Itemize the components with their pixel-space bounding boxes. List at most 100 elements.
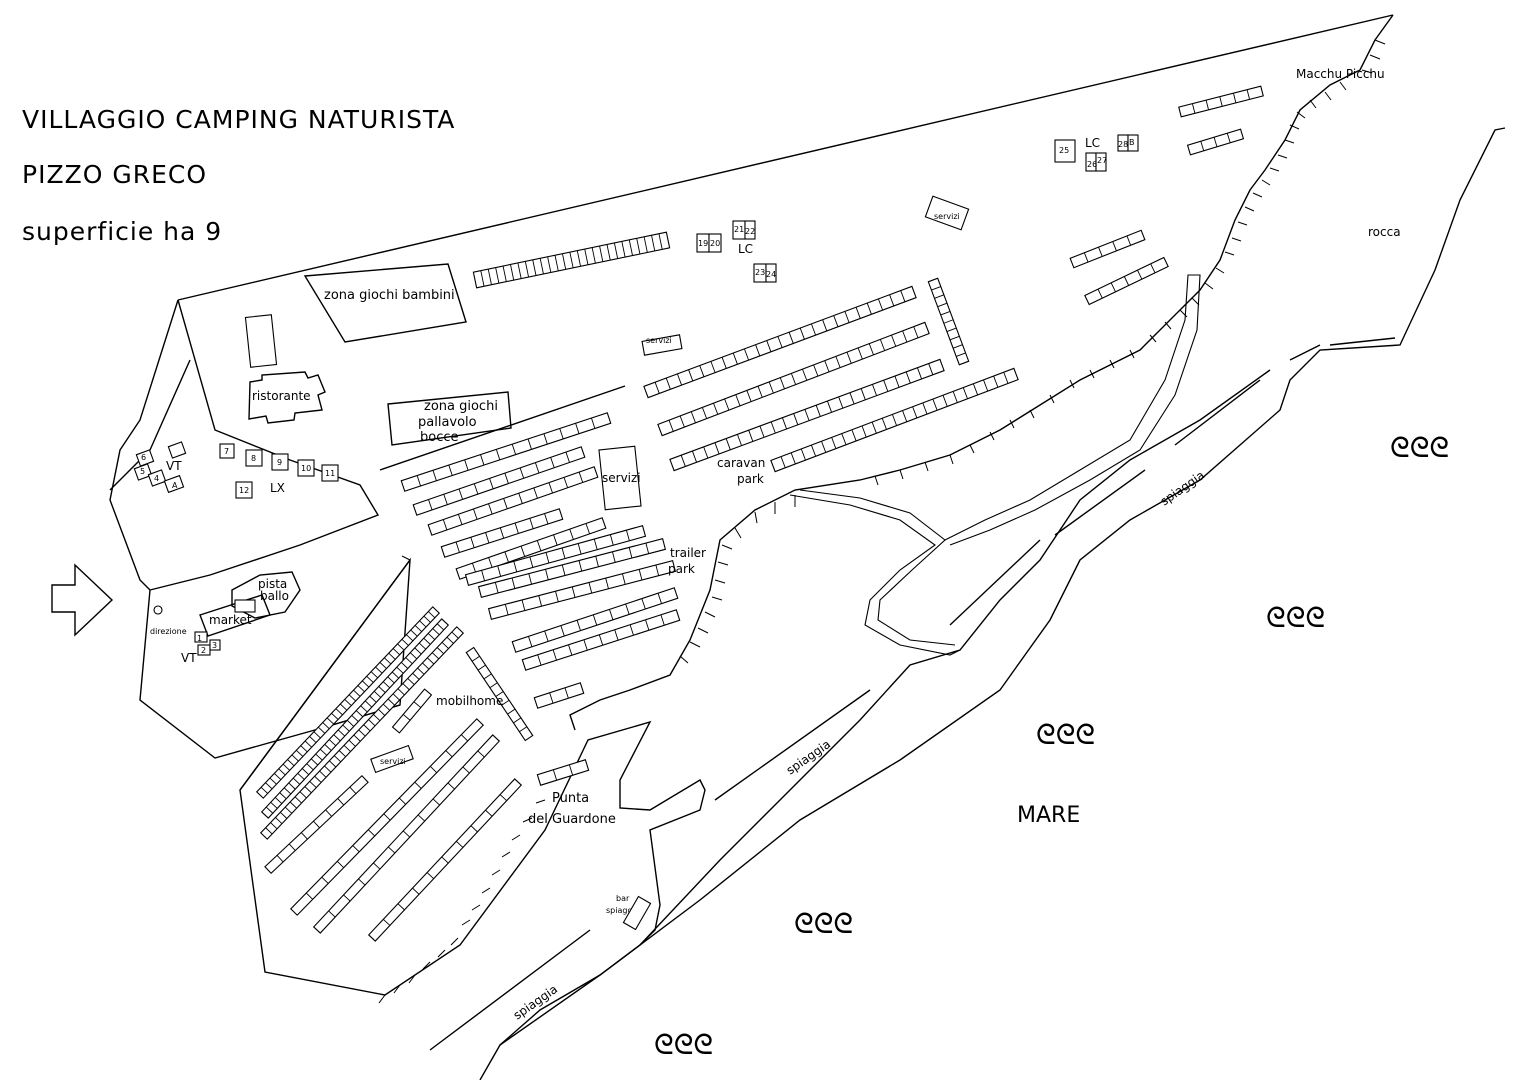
servizi-label-east: servizi [934,212,960,221]
pitch-row [260,618,450,819]
zona-giochi-bambini-area: zona giochi bambini [303,263,467,343]
caravan-park-label: park [737,472,764,486]
wave-icon: ᘓᘓᘓ [794,907,853,940]
bungalows-north: 19 20 21 22 23 24 LC 25 26 27 28 B LC [696,134,1139,283]
spiaggia-label-ne: spiaggia [1158,468,1207,508]
pitch-row [312,734,501,934]
mobilhome-label: mobilhome [436,694,503,708]
bar-label: bar [616,894,630,903]
pitch-row [657,321,930,437]
bungalow-24: 24 [766,270,776,279]
bungalow-8: 8 [251,454,256,463]
del-guardone-label: del Guardone [528,812,616,827]
ristorante-building: ristorante [248,371,326,424]
wave-icon: ᘓᘓᘓ [1266,601,1325,634]
servizi-building-center: servizi [598,445,642,511]
wave-icon: ᘓᘓᘓ [654,1028,713,1061]
direzione-label: direzione [150,627,187,636]
map-title: VILLAGGIO CAMPING NATURISTA PIZZO GRECO … [22,105,455,246]
market-label: market [209,613,252,627]
trailer-park-label: park [668,562,695,576]
servizi-label-north: servizi [646,336,672,345]
sea-waves: ᘓᘓᘓ ᘓᘓᘓ ᘓᘓᘓ ᘓᘓᘓ ᘓᘓᘓ [654,431,1449,1061]
cliff-hatching [378,39,1386,1004]
zona-giochi-label: zona giochi [424,399,498,414]
servizi-label-south: servizi [380,757,406,766]
vt-label-entrance: VT [181,651,197,665]
bungalow-12: 12 [239,486,249,495]
wave-icon: ᘓᘓᘓ [1390,431,1449,464]
pitch-row [1186,128,1245,156]
pitch-row [533,682,585,709]
rocca-label: rocca [1368,225,1401,239]
pitch-row [391,688,433,734]
ballo-label: ballo [260,589,289,603]
servizi-building-east: servizi [924,195,970,231]
pitch-row [536,759,590,786]
pitch-row [464,525,647,586]
wave-icon: ᘓᘓᘓ [1036,718,1095,751]
macchu-picchu-label: Macchu Picchu [1296,67,1385,81]
vt-label-west: VT [166,459,182,473]
bungalow-28: 28 [1118,140,1128,149]
bungalow-27: 27 [1097,156,1107,165]
unit-2: 2 [201,646,206,655]
bungalow-25: 25 [1059,146,1069,155]
bungalow-9: 9 [277,458,282,467]
pitch-row [511,587,679,653]
coastline [429,127,1506,1051]
bungalow-19: 19 [698,239,708,248]
servizi-building-south: servizi [370,744,414,774]
pallavolo-label: pallavolo [418,415,477,430]
pitch-row [465,646,534,742]
lc-label-east: LC [1085,136,1100,150]
bungalows-west: 6 5 4 VT A 7 8 9 10 11 12 LX [133,441,339,499]
pitch-row [259,626,465,840]
pitch-row [290,718,484,916]
servizi-label-center: servizi [602,471,641,485]
pitch-row [669,358,945,472]
playground-building [244,314,278,368]
bar-spiaggia-label: spiaggia [606,906,640,915]
bungalow-7: 7 [224,447,229,456]
mare-label: MARE [1017,803,1080,828]
entrance-arrow-icon [51,563,114,637]
bungalow-22: 22 [745,227,755,236]
pitch-row [412,446,586,516]
servizi-building-north: servizi [641,334,683,356]
title-line-3: superficie ha 9 [22,217,222,246]
ristorante-label: ristorante [252,389,311,403]
bocce-label: bocce [420,430,459,445]
pitch-row [472,231,671,289]
unit-1: 1 [197,634,202,643]
bungalow-6: 6 [141,453,146,462]
pitch-row [643,285,917,399]
pitch-rows [255,85,1264,942]
pitch-row [255,606,441,799]
pitch-row [367,778,523,942]
pitch-row [487,560,677,620]
lc-label-north: LC [738,242,753,256]
title-line-1: VILLAGGIO CAMPING NATURISTA [22,105,455,134]
punta-label: Punta [552,791,589,806]
pitch-row [1178,85,1264,118]
bungalow-26: 26 [1087,160,1097,169]
lx-label: LX [270,481,285,495]
pitch-row [1084,256,1169,306]
bungalow-10: 10 [301,464,311,473]
pitch-row [927,277,970,366]
bungalow-b: B [1129,138,1135,147]
entrance-complex: pista ballo market direzione 1 2 3 VT [150,571,301,665]
pitch-row [427,466,599,536]
pista-label: pista [258,577,287,591]
pitch-row [477,538,667,598]
camp-boundary [109,14,1394,1080]
caravan-label: caravan [717,456,765,470]
zona-giochi-area: zona giochi pallavolo bocce [387,391,512,446]
pitch-row [521,609,681,671]
bungalow-5: 5 [140,467,145,476]
bungalow-20: 20 [710,239,720,248]
bungalow-4: 4 [154,474,159,483]
pitch-row [264,774,369,875]
